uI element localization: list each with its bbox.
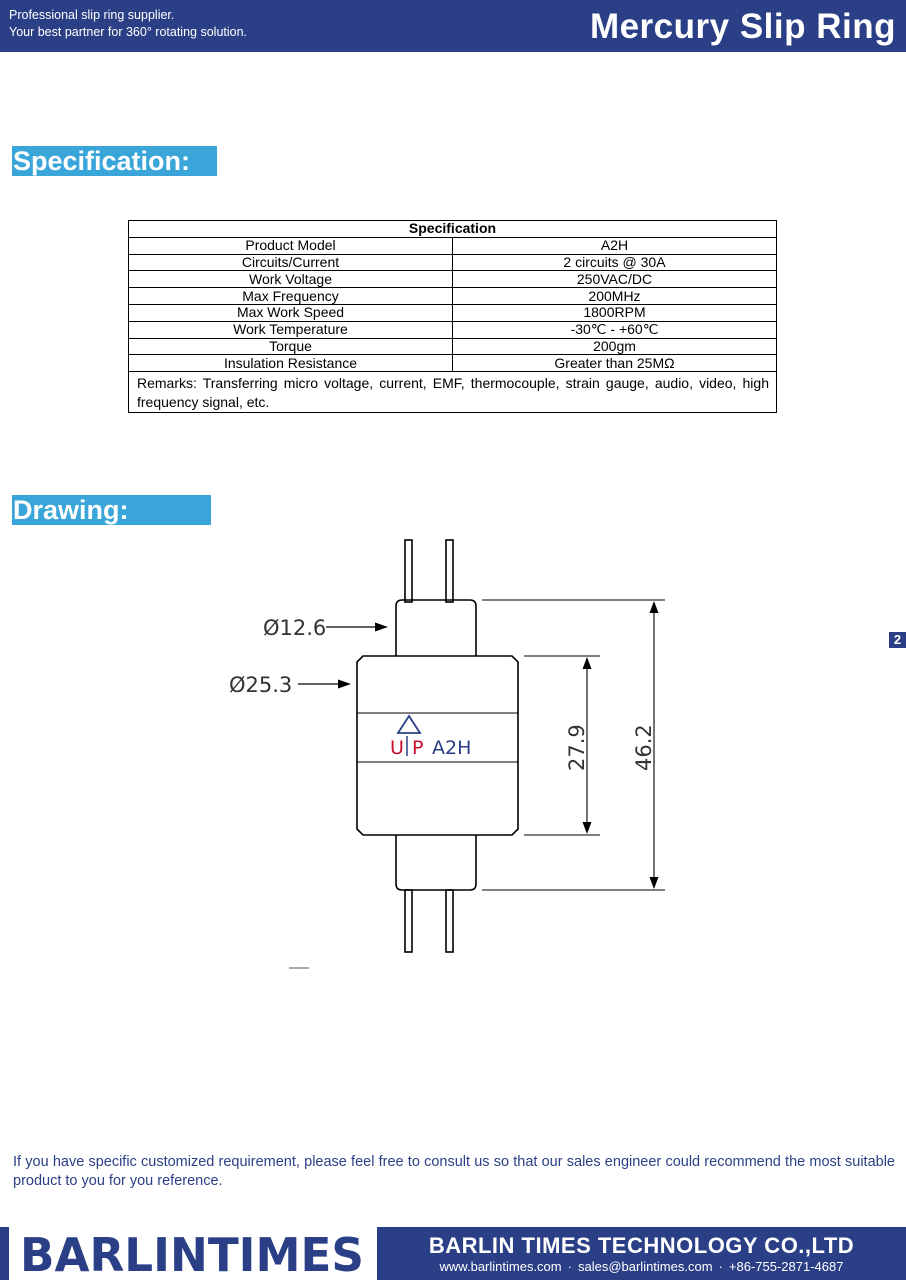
bottom-pins — [404, 889, 454, 953]
logo-wordmark: BARLINTIMES — [20, 1228, 364, 1278]
arrowhead-icon — [338, 679, 351, 689]
footer-stripe — [0, 1227, 9, 1280]
tagline-line-2: Your best partner for 360° rotating solu… — [9, 25, 248, 39]
customization-note: If you have specific customized requirem… — [13, 1154, 895, 1189]
row-value: 1800RPM — [452, 303, 777, 322]
row-label: Torque — [128, 337, 453, 356]
dim-body-height: 27.9 — [565, 724, 589, 771]
row-value: A2H — [452, 236, 777, 255]
tagline-line-1: Professional slip ring supplier. — [9, 8, 175, 22]
separator: · — [718, 1259, 723, 1274]
row-label: Work Voltage — [128, 270, 453, 289]
contact-line: www.barlintimes.com · sales@barlintimes.co… — [377, 1259, 906, 1274]
row-label: Max Work Speed — [128, 303, 453, 322]
remarks-row: Remarks: Transferring micro voltage, cur… — [128, 371, 777, 414]
row-label: Insulation Resistance — [128, 354, 453, 373]
row-label: Circuits/Current — [128, 253, 453, 272]
row-value: Greater than 25MΩ — [452, 354, 777, 373]
logo-letter-p: P — [412, 737, 423, 759]
page-title: Mercury Slip Ring — [589, 7, 896, 46]
table-row: Circuits/Current 2 circuits @ 30A — [128, 253, 777, 272]
specification-heading: Specification: — [12, 146, 217, 176]
up-logo-icon: U P — [390, 714, 423, 759]
row-label: Work Temperature — [128, 320, 453, 339]
page-number-badge: 2 — [889, 632, 906, 648]
dim-body-height-line — [582, 657, 592, 834]
email-link[interactable]: sales@barlintimes.com — [577, 1259, 713, 1274]
dim-small-diameter: Ø12.6 — [263, 616, 326, 640]
table-row: Max Work Speed 1800RPM — [128, 303, 777, 322]
row-value: 2 circuits @ 30A — [452, 253, 777, 272]
footer-contact-area: BARLIN TIMES TECHNOLOGY CO.,LTD www.barl… — [377, 1227, 906, 1280]
row-value: 200gm — [452, 337, 777, 356]
table-row: Work Temperature -30℃ - +60℃ — [128, 320, 777, 339]
dim-large-diameter: Ø25.3 — [229, 673, 292, 697]
bottom-cap — [395, 835, 477, 891]
table-header-row: Specification — [128, 220, 777, 238]
remarks-text: Remarks: Transferring micro voltage, cur… — [128, 371, 777, 414]
company-name: BARLIN TIMES TECHNOLOGY CO.,LTD — [428, 1233, 855, 1258]
row-value: 250VAC/DC — [452, 270, 777, 289]
footer-logo-area — [0, 1227, 377, 1280]
technical-drawing: U P A2H Ø12.6 Ø25.3 27.9 46.2 — [229, 539, 665, 969]
specification-table: Specification Product Model A2H Circuits… — [128, 220, 777, 414]
row-value: 200MHz — [452, 287, 777, 305]
extension-lines — [482, 599, 665, 891]
top-pins — [404, 539, 454, 603]
header-bar: Professional slip ring supplier. Your be… — [0, 0, 906, 52]
row-value: -30℃ - +60℃ — [452, 320, 777, 339]
arrowhead-icon — [375, 622, 388, 632]
logo-letter-u: U — [390, 737, 404, 759]
website-link[interactable]: www.barlintimes.com — [439, 1259, 562, 1274]
dim-total-height-line — [649, 601, 659, 889]
main-body — [356, 655, 519, 836]
model-label: A2H — [432, 737, 471, 759]
row-label: Product Model — [128, 236, 453, 255]
table-row: Product Model A2H — [128, 236, 777, 255]
table-row: Insulation Resistance Greater than 25MΩ — [128, 354, 777, 373]
table-heading: Specification — [128, 220, 777, 238]
barlintimes-logo: BARLINTIMES — [20, 1228, 364, 1278]
drawing-heading: Drawing: — [12, 495, 211, 525]
table-row: Work Voltage 250VAC/DC — [128, 270, 777, 289]
row-label: Max Frequency — [128, 287, 453, 305]
table-row: Max Frequency 200MHz — [128, 287, 777, 305]
table-row: Torque 200gm — [128, 337, 777, 356]
top-cap — [395, 599, 477, 656]
separator: · — [567, 1259, 572, 1274]
phone-number: +86-755-2871-4687 — [728, 1259, 844, 1274]
dim-total-height: 46.2 — [632, 724, 656, 771]
